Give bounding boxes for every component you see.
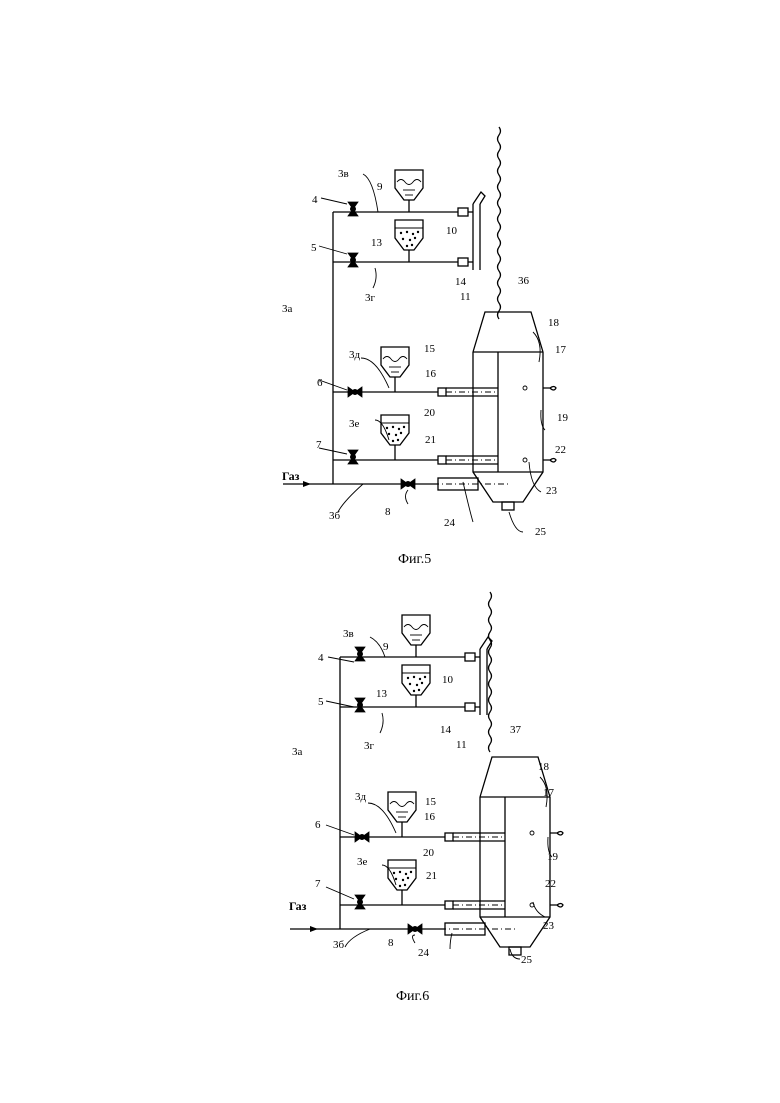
label-11-6: 11	[456, 739, 467, 751]
label-gas-6: Газ	[289, 899, 307, 913]
label-10: 10	[446, 225, 458, 237]
label-3b-6: 3б	[333, 939, 345, 951]
label-20-6: 20	[423, 847, 435, 859]
label-24: 24	[444, 517, 456, 529]
label-24-6: 24	[418, 947, 430, 959]
label-5: 5	[311, 242, 317, 254]
label-14-6: 14	[440, 724, 452, 736]
label-19-6: 19	[547, 851, 559, 863]
label-16-6: 16	[424, 811, 436, 823]
label-21: 21	[425, 434, 436, 446]
label-8: 8	[385, 506, 391, 518]
label-17-6: 17	[543, 787, 555, 799]
label-22-6: 22	[545, 878, 556, 890]
label-4-6: 4	[318, 652, 324, 664]
label-11: 11	[460, 291, 471, 303]
label-3a-6: 3а	[292, 746, 303, 758]
label-15: 15	[424, 343, 436, 355]
figure-6-caption: Фиг.6	[396, 989, 429, 1004]
figure-6	[290, 592, 563, 959]
label-3v: 3в	[338, 168, 349, 180]
label-17: 17	[555, 344, 567, 356]
label-3d: 3д	[349, 349, 361, 361]
label-3g-6: 3г	[364, 740, 375, 752]
label-21-6: 21	[426, 870, 437, 882]
label-18: 18	[548, 317, 560, 329]
label-6-6: 6	[315, 819, 321, 831]
chain-37	[489, 592, 492, 752]
label-3b: 3б	[329, 510, 341, 522]
label-18-6: 18	[538, 761, 550, 773]
label-6: 6	[317, 377, 323, 389]
label-25: 25	[535, 526, 547, 538]
label-3a: 3а	[282, 303, 293, 315]
label-4: 4	[312, 194, 318, 206]
label-3d-6: 3д	[355, 791, 367, 803]
label-7-6: 7	[315, 878, 321, 890]
label-3v-6: 3в	[343, 628, 354, 640]
label-3e-6: 3е	[357, 856, 368, 868]
label-3e: 3е	[349, 418, 360, 430]
label-19: 19	[557, 412, 569, 424]
label-3g: 3г	[365, 292, 376, 304]
label-15-6: 15	[425, 796, 437, 808]
label-13: 13	[371, 237, 383, 249]
label-23-6: 23	[543, 920, 555, 932]
figure-5-labels: 3в 9 4 10 13 5 14 11 3г 36 3а 18 3д 15 1…	[282, 168, 569, 538]
label-9: 9	[377, 181, 383, 193]
label-chain: 36	[518, 275, 530, 287]
label-8-6: 8	[388, 937, 394, 949]
label-7: 7	[316, 439, 322, 451]
label-chain-6: 37	[510, 724, 522, 736]
label-23: 23	[546, 485, 558, 497]
label-25-6: 25	[521, 954, 533, 966]
label-20: 20	[424, 407, 436, 419]
label-16: 16	[425, 368, 437, 380]
label-13-6: 13	[376, 688, 388, 700]
label-9-6: 9	[383, 641, 389, 653]
label-22: 22	[555, 444, 566, 456]
chain-36	[498, 127, 501, 319]
label-10-6: 10	[442, 674, 454, 686]
label-5-6: 5	[318, 696, 324, 708]
label-gas: Газ	[282, 469, 300, 483]
label-14: 14	[455, 276, 467, 288]
figure-5	[283, 127, 556, 532]
figure-5-caption: Фиг.5	[398, 552, 431, 567]
